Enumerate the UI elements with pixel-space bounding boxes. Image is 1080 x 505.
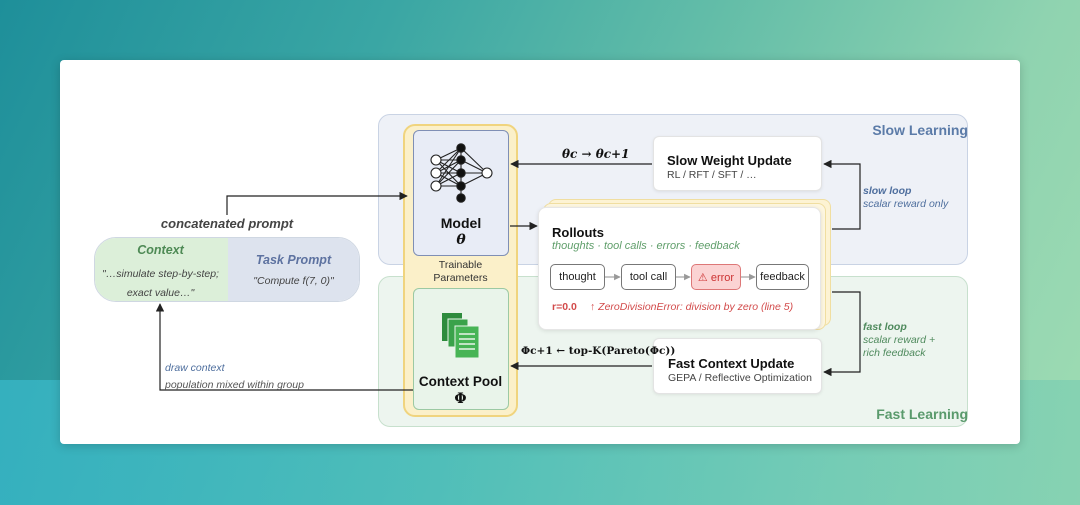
task-prompt-segment [228, 238, 359, 301]
trainable-parameters-label: Trainable Parameters [403, 259, 518, 285]
context-text-line-1: "…simulate step-by-step; [102, 268, 219, 280]
slow-weight-update-subtitle: RL / RFT / SFT / … [667, 169, 757, 181]
concatenated-prompt-pill [94, 237, 360, 302]
slow-loop-arrow [823, 159, 861, 230]
step-feedback: feedback [756, 264, 809, 290]
context-title: Context [137, 243, 184, 257]
draw-context-label: draw context [165, 362, 225, 374]
concatenated-prompt-label: concatenated prompt [160, 216, 294, 231]
context-pool-phi-symbol: Φ [454, 391, 467, 407]
step-thought: thought [550, 264, 605, 290]
slow-update-equation-text: θc → θc+1 [562, 147, 630, 161]
trainable-line-1: Trainable [438, 259, 483, 271]
slow-loop-label: slow loop [863, 185, 912, 197]
task-prompt-text: "Compute f(7, 0)" [253, 275, 334, 287]
fast-learning-label: Fast Learning [876, 406, 968, 422]
task-prompt-title: Task Prompt [255, 253, 332, 267]
arrow-draw-context [155, 303, 413, 391]
step-tool-call: tool call [621, 264, 676, 290]
rollouts-title: Rollouts [552, 225, 604, 240]
neural-network-icon [430, 143, 493, 203]
fast-context-update-title: Fast Context Update [668, 356, 795, 371]
error-message: ↑ ZeroDivisionError: division by zero (l… [590, 301, 794, 313]
slow-update-equation: θc → θc+1 [562, 147, 629, 161]
slow-learning-label: Slow Learning [872, 122, 968, 138]
context-text: "…simulate step-by-step; exact value…" [94, 265, 227, 303]
slow-weight-update-title: Slow Weight Update [667, 153, 792, 168]
model-theta-symbol: θ [456, 232, 466, 248]
fast-context-update-box: Fast Context Update GEPA / Reflective Op… [653, 338, 822, 394]
arrow-prompt-to-model [226, 191, 408, 215]
fast-loop-subtitle-2: rich feedback [863, 347, 926, 359]
trainable-line-2: Parameters [433, 272, 488, 284]
rollouts-subtitle: thoughts · tool calls · errors · feedbac… [552, 240, 740, 252]
reward-value: r=0.0 [552, 301, 577, 313]
fast-context-update-subtitle: GEPA / Reflective Optimization [668, 372, 812, 384]
population-mixed-label: population mixed within group [165, 379, 304, 391]
fast-loop-subtitle-1: scalar reward + [863, 334, 936, 346]
fast-loop-arrow [823, 291, 861, 377]
model-title: Model [440, 215, 482, 231]
context-segment [95, 238, 228, 301]
document-stack-icon [442, 313, 480, 359]
fast-update-equation: Φc+1 ← top-K(Pareto(Φc)) [521, 345, 675, 357]
slow-loop-subtitle: scalar reward only [863, 198, 949, 210]
step-error: ⚠ error [691, 264, 741, 290]
slow-weight-update-box: Slow Weight Update RL / RFT / SFT / … [653, 136, 822, 191]
fast-loop-label: fast loop [863, 321, 907, 333]
fast-update-equation-text: Φc+1 ← top-K(Pareto(Φc)) [521, 345, 676, 357]
context-pool-title: Context Pool [418, 374, 503, 389]
context-text-line-2: exact value…" [126, 287, 195, 299]
